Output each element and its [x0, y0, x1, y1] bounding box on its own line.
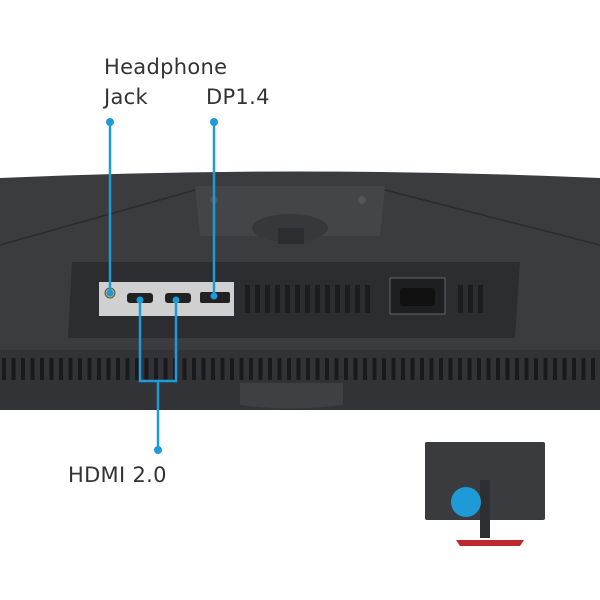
vent-slat: [486, 358, 491, 380]
vent-slat: [21, 358, 25, 380]
vent-slat: [581, 358, 586, 380]
vent-slat: [163, 358, 168, 380]
vent-slat: [144, 358, 149, 380]
vent-slat: [553, 358, 557, 380]
vent-slat: [477, 358, 481, 380]
vent-slat: [277, 358, 282, 380]
vent-slat: [439, 358, 443, 380]
vent-slat: [296, 358, 301, 380]
headphone-label-line1: Headphone: [104, 55, 228, 79]
vent-slat: [353, 358, 358, 380]
vent-slat: [325, 358, 329, 380]
vent-slat: [334, 358, 339, 380]
monitor-thumbnail: [425, 442, 545, 546]
vent-slat: [49, 358, 54, 380]
vent-slat: [505, 358, 510, 380]
vent-slat: [78, 358, 82, 380]
vent-slat: [562, 358, 567, 380]
vent-slat: [2, 358, 6, 380]
stand-mount-plate: [195, 186, 385, 236]
vent-slat: [515, 358, 519, 380]
vent-slat: [59, 358, 63, 380]
dp-label: DP1.4: [206, 85, 270, 109]
vent-slat: [448, 358, 453, 380]
vent-slat: [429, 358, 434, 380]
vent-holes: [245, 285, 483, 313]
hdmi-callout-line: [138, 300, 178, 450]
vent-slat: [116, 358, 120, 380]
vent-slat: [239, 358, 244, 380]
vent-slat: [524, 358, 529, 380]
stand-foot: [240, 383, 343, 409]
highlight-circle: [451, 487, 481, 517]
vent-slat: [458, 358, 462, 380]
vent-slat: [572, 358, 576, 380]
vent-slat: [220, 358, 225, 380]
vent-slat: [315, 358, 320, 380]
vent-slat: [68, 358, 73, 380]
vent-slat: [496, 358, 500, 380]
vent-slat: [543, 358, 548, 380]
vent-slat: [382, 358, 386, 380]
headphone-label-line2: Jack: [104, 85, 148, 109]
vent-slat: [287, 358, 291, 380]
vent-slat: [97, 358, 101, 380]
vent-slat: [401, 358, 405, 380]
vent-slat: [534, 358, 538, 380]
vent-slat: [410, 358, 415, 380]
hdmi-callout-dot: [154, 446, 162, 454]
vent-slat: [30, 358, 35, 380]
headphone-callout-dot: [106, 118, 114, 126]
vent-slat: [591, 358, 595, 380]
vent-slat: [420, 358, 424, 380]
vent-slat: [211, 358, 215, 380]
hdmi-label: HDMI 2.0: [68, 463, 167, 487]
vent-slat: [230, 358, 234, 380]
dp-callout-dot: [210, 118, 218, 126]
vent-slat: [154, 358, 158, 380]
vent-slat: [192, 358, 196, 380]
vent-slat: [268, 358, 272, 380]
vent-slat: [306, 358, 310, 380]
headphone-jack-label: Headphone Jack: [104, 52, 227, 112]
vent-slat: [467, 358, 472, 380]
vent-slat: [201, 358, 206, 380]
vent-slat: [258, 358, 263, 380]
vent-slat: [87, 358, 92, 380]
vent-slat: [106, 358, 111, 380]
vent-slat: [40, 358, 44, 380]
vent-slat: [344, 358, 348, 380]
vent-slat: [391, 358, 396, 380]
vent-slat: [11, 358, 16, 380]
vent-slat: [182, 358, 187, 380]
bottom-vent-slats: [2, 358, 595, 380]
vent-slat: [372, 358, 377, 380]
vent-slat: [249, 358, 253, 380]
vent-slat: [363, 358, 367, 380]
vent-slat: [125, 358, 130, 380]
vent-slat: [135, 358, 139, 380]
